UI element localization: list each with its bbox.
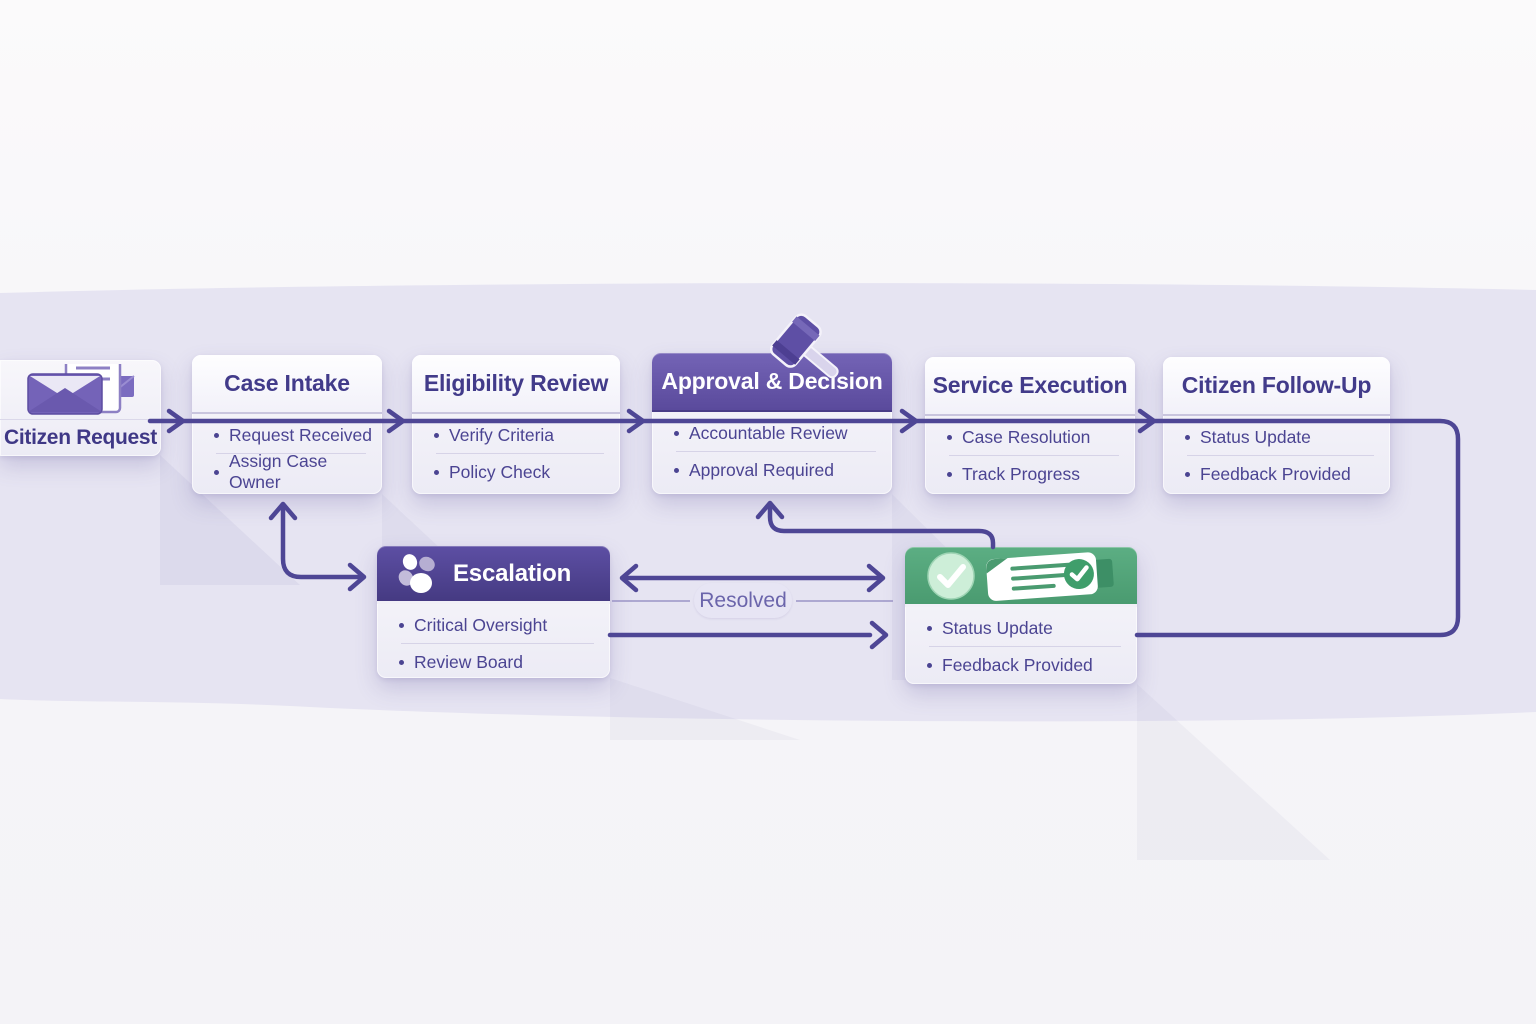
list-item-text: Feedback Provided [1200,463,1351,484]
list-item: Status Update [1163,419,1390,455]
list-item: Assign Case Owner [192,451,382,492]
divider [401,643,594,644]
list-item: Request Received [192,417,382,453]
node-items: Verify Criteria Policy Check [412,414,620,490]
bullet-dot [434,432,439,438]
node-title-text: Case Intake [224,370,350,396]
list-item-text: Critical Oversight [414,614,548,635]
list-item: Feedback Provided [1163,456,1390,492]
node-citizen-follow-up: Citizen Follow-Up Status Update Feedback… [1163,357,1390,494]
bullet-dot [927,662,932,668]
node-items: Accountable Review Approval Required [652,412,892,488]
bullet-dot [399,622,404,628]
bullet-dot [399,659,404,665]
list-item-text: Track Progress [962,463,1080,484]
bullet-dot [1185,434,1190,440]
list-item-text: Case Resolution [962,426,1091,447]
list-item: Case Resolution [925,419,1135,455]
bullet-dot [674,430,679,436]
list-item: Approval Required [652,452,892,488]
list-item: Track Progress [925,456,1135,492]
bullet-dot [214,469,219,475]
gavel-icon [769,313,839,379]
divider [929,646,1121,647]
bullet-dot [947,434,952,440]
node-title-text: Eligibility Review [423,370,609,396]
list-item-text: Policy Check [449,461,551,482]
node-items: Case Resolution Track Progress [925,416,1135,492]
list-item: Status Update [905,610,1137,646]
node-title: Escalation [377,546,610,604]
list-item: Critical Oversight [377,607,610,643]
node-items: Status Update Feedback Provided [1163,416,1390,492]
bullet-dot [927,625,932,631]
bullet-dot [434,469,439,475]
bullet-dot [1185,471,1190,477]
bullet-dot [674,467,679,473]
node-title: Case Intake [192,355,382,414]
list-item: Review Board [377,644,610,680]
node-header [905,547,1137,607]
node-title-text: Escalation [453,559,572,587]
node-items: Critical Oversight Review Board [377,604,610,680]
list-item-text: Status Update [942,617,1053,638]
node-title: Citizen Follow-Up [1163,357,1390,416]
node-items: Request Received Assign Case Owner [192,414,382,492]
list-item-text: Assign Case Owner [229,451,328,492]
node-case-intake: Case Intake Request Received Assign Case… [192,355,382,494]
bullet-dot [947,471,952,477]
node-service-execution: Service Execution Case Resolution Track … [925,357,1135,494]
node-eligibility-review: Eligibility Review Verify Criteria Polic… [412,355,620,494]
list-item-text: Feedback Provided [942,654,1093,675]
check-circle-icon [927,551,975,600]
list-item-text: Approval Required [689,459,834,480]
list-item: Verify Criteria [412,417,620,453]
list-item: Feedback Provided [905,647,1137,683]
ticket-check-icon [986,551,1114,601]
bullet-dot [214,432,219,438]
node-resolution: Status Update Feedback Provided [905,547,1137,684]
list-item: Accountable Review [652,415,892,451]
escalation-cluster-icon [398,553,435,593]
node-title: Approval & Decision [652,353,892,412]
node-items: Status Update Feedback Provided [905,607,1137,683]
list-item: Policy Check [412,454,620,490]
mail-documents-icon [0,360,161,420]
node-title-text: Service Execution [932,372,1128,398]
list-item-text: Accountable Review [689,422,848,443]
node-title-text: Approval & Decision [661,368,883,394]
node-title: Eligibility Review [412,355,620,414]
resolved-label: Resolved [694,583,792,618]
node-escalation: Escalation Critical Oversight Review Boa… [377,546,610,678]
list-item-text: Request Received [229,424,372,445]
node-title-text: Citizen Follow-Up [1181,372,1372,398]
list-item-text: Verify Criteria [449,424,555,445]
node-citizen-request: Citizen Request [0,360,161,456]
node-title: Service Execution [925,357,1135,416]
list-item-text: Review Board [414,651,523,672]
list-item-text: Status Update [1200,426,1311,447]
node-label: Citizen Request [3,426,158,449]
